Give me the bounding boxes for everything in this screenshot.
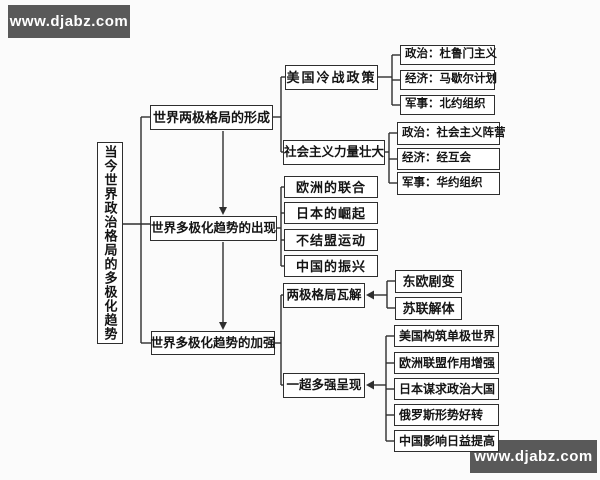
leaf-marshall-plan: 经济：马歇尔计划 (400, 70, 497, 90)
node-us-cold-war-policy: 美国冷战政策 (285, 65, 378, 90)
leaf-us-unipolar-world: 美国构筑单极世界 (394, 325, 499, 347)
left-arrowhead-powers (366, 380, 374, 390)
leaf-non-aligned-movement: 不结盟运动 (284, 229, 378, 251)
down-arrowhead-b2-b3 (219, 322, 227, 330)
leaf-soviet-dissolution: 苏联解体 (395, 297, 462, 320)
node-multipolar-strengthening: 世界多极化趋势的加强 (151, 331, 276, 355)
leaf-russia-improving: 俄罗斯形势好转 (394, 404, 499, 426)
leaf-china-revitalization: 中国的振兴 (284, 255, 378, 277)
leaf-warsaw-pact: 军事：华约组织 (397, 172, 500, 195)
watermark-top-left: www.djabz.com (8, 5, 130, 38)
node-bipolar-formation: 世界两极格局的形成 (150, 105, 273, 130)
leaf-european-union-formation: 欧洲的联合 (284, 176, 378, 198)
leaf-comecon: 经济：经互会 (397, 148, 500, 170)
down-arrowhead-b1-b2 (219, 207, 227, 215)
node-bipolar-collapse: 两极格局瓦解 (283, 283, 365, 308)
leaf-nato: 军事：北约组织 (400, 95, 495, 115)
leaf-truman-doctrine: 政治：杜鲁门主义 (400, 45, 497, 65)
leaf-eastern-europe-upheaval: 东欧剧变 (395, 270, 462, 293)
node-socialist-forces: 社会主义力量壮大 (283, 140, 385, 165)
left-arrowhead-collapse (366, 290, 374, 300)
node-root-topic: 当今世界政治格局的多极化趋势 (97, 142, 123, 344)
leaf-socialist-camp: 政治：社会主义阵营 (397, 122, 506, 145)
leaf-japan-rise: 日本的崛起 (284, 202, 378, 224)
leaf-china-influence-rising: 中国影响日益提高 (394, 430, 499, 452)
leaf-eu-role-strengthening: 欧洲联盟作用增强 (394, 352, 499, 374)
node-multipolar-emergence: 世界多极化趋势的出现 (150, 216, 277, 241)
leaf-japan-political-power: 日本谋求政治大国 (394, 378, 499, 400)
node-one-superpower-many-powers: 一超多强呈现 (283, 373, 365, 398)
